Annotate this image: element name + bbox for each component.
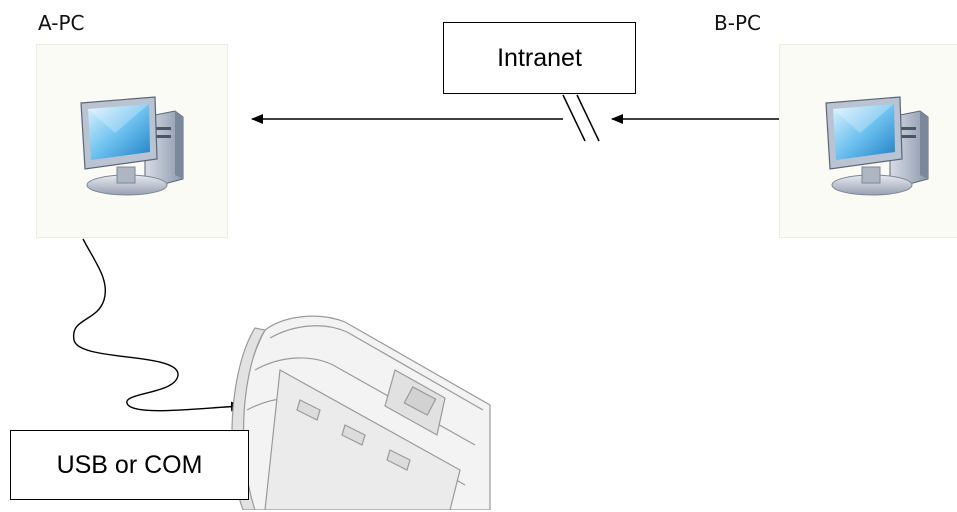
usb-com-cable xyxy=(73,238,243,412)
b-pc-node[interactable] xyxy=(779,44,957,238)
cutting-plotter-icon xyxy=(231,315,491,510)
computer-icon xyxy=(80,96,184,196)
intranet-box: Intranet xyxy=(443,22,636,94)
usb-or-com-box: USB or COM xyxy=(10,430,249,500)
computer-icon xyxy=(825,96,929,196)
a-pc-label: A-PC xyxy=(38,11,85,35)
b-pc-label: B-PC xyxy=(714,11,761,35)
network-break-marks xyxy=(562,94,600,142)
a-pc-node[interactable] xyxy=(36,44,228,238)
